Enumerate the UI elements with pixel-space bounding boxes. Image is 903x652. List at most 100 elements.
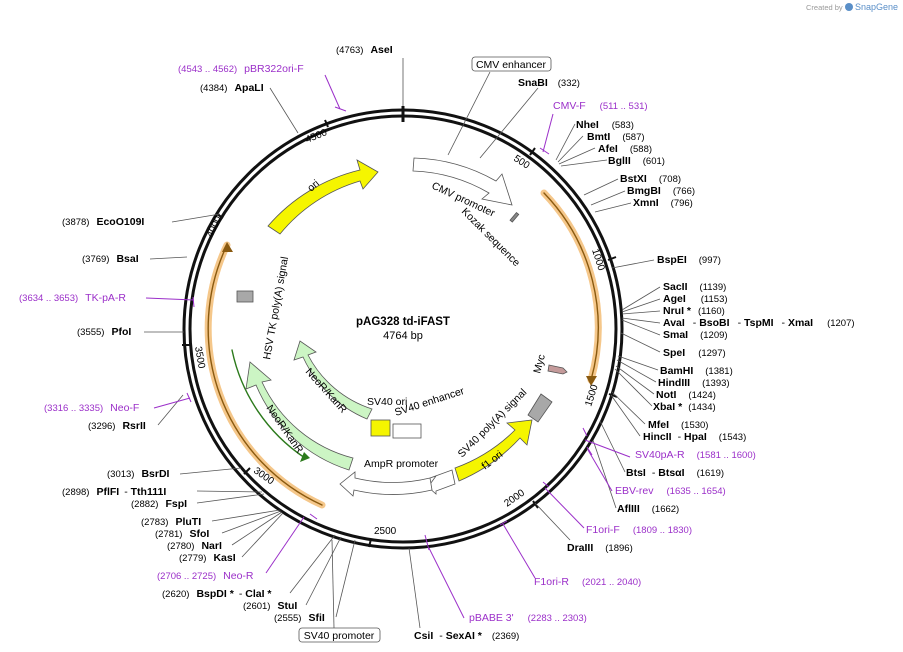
- svg-text:NheI(583): NheI(583): [576, 119, 634, 131]
- site-nrui-pos: (1160): [698, 306, 725, 317]
- svg-text:(2898)PflFI- Tth111I: (2898)PflFI- Tth111I: [62, 486, 166, 498]
- site-pfoi: PfoI: [111, 326, 131, 338]
- svg-text:(4543 .. 4562)pBR322ori-F: (4543 .. 4562)pBR322ori-F: [178, 63, 304, 75]
- primer-neor-range: (2706 .. 2725): [157, 571, 216, 582]
- site-xmni-pos: (796): [671, 198, 693, 209]
- myc-label: Myc: [531, 353, 548, 375]
- restriction-sites: (4763)AseI SnaBI(332) (4384)ApaLI NheI(5…: [62, 44, 855, 642]
- svg-text:(2601)StuI: (2601)StuI: [243, 600, 297, 612]
- svg-text:(3878)EcoO109I: (3878)EcoO109I: [62, 216, 144, 228]
- svg-text:(3316 .. 3335)Neo-F: (3316 .. 3335) Neo-F: [44, 402, 139, 414]
- site-btsi-pos: (1619): [697, 468, 724, 479]
- svg-text:BglII(601): BglII(601): [608, 155, 665, 167]
- primer-f1orif: F1ori-F: [586, 524, 620, 536]
- svg-text:XmnI(796): XmnI (796): [633, 197, 693, 209]
- site-ecoo109i: EcoO109I: [96, 216, 144, 228]
- site-hincii-pos: (1543): [719, 432, 746, 443]
- neor-orf-head-icon: [300, 452, 310, 462]
- site-bsrdi-pos: (3013): [107, 469, 134, 480]
- site-bmgbi-pos: (766): [673, 186, 695, 197]
- snapgene-logo-icon: [845, 3, 853, 11]
- primer-cmvf: CMV-F: [553, 100, 586, 112]
- site-pluti: PluTI: [175, 516, 201, 528]
- svg-text:(4763)AseI: (4763)AseI: [336, 44, 393, 56]
- svg-text:SV40pA-R(1581 .. 1600): SV40pA-R(1581 .. 1600): [635, 449, 756, 461]
- site-sfii-pos: (2555): [274, 613, 301, 624]
- site-pluti-pos: (2783): [141, 517, 168, 528]
- svg-text:SnaBI(332): SnaBI(332): [518, 77, 580, 89]
- site-sacii-pos: (1139): [700, 282, 727, 293]
- site-smai: SmaI: [663, 329, 688, 341]
- site-agei: AgeI: [663, 293, 686, 305]
- site-hindiii-pos: (1393): [702, 378, 729, 389]
- sv40-ori-box: [370, 419, 391, 437]
- site-hindiii: HindIII: [658, 377, 690, 389]
- primer-tkpar: TK-pA-R: [85, 292, 126, 304]
- tick-4000: 4000: [205, 214, 225, 239]
- ampr-promoter-label: AmpR promoter: [364, 458, 439, 470]
- neor-outer-label: NeoR/KanR: [264, 403, 306, 456]
- site-pfoi-pos: (3555): [77, 327, 104, 338]
- svg-text:AgeI(1153): AgeI(1153): [663, 293, 728, 305]
- site-csii-pos: (2369): [492, 631, 519, 642]
- site-bspdi-pos: (2620): [162, 589, 189, 600]
- svg-text:SpeI(1297): SpeI(1297): [663, 347, 726, 359]
- site-bsobi: BsoBI: [699, 317, 729, 329]
- orf-arrows: [207, 192, 599, 506]
- credit-prefix: Created by: [806, 3, 843, 12]
- tick-1500: 1500: [583, 383, 600, 408]
- kozak-box: [509, 211, 520, 223]
- svg-text:AvaI- BsoBI- TspMI- XmaI(1207): AvaI- BsoBI- TspMI- XmaI(1207): [663, 317, 855, 329]
- backbone-inner: [188, 114, 618, 544]
- hsv-tk-label: HSV TK poly(A) signal: [261, 256, 291, 361]
- site-nrui: NruI *: [663, 305, 692, 317]
- svg-text:pBABE 3'(2283 .. 2303): pBABE 3'(2283 .. 2303): [469, 612, 587, 624]
- cmv-enhancer-box: [471, 56, 552, 72]
- cmv-enhancer-label: CMV enhancer: [476, 59, 547, 71]
- primer-neor: Neo-R: [223, 570, 254, 582]
- svg-text:(2780)NarI: (2780)NarI: [167, 540, 222, 552]
- site-tspmi: TspMI: [744, 317, 774, 329]
- svg-text:(2882)FspI: (2882)FspI: [131, 498, 187, 510]
- primer-neof-range: (3316 .. 3335): [44, 403, 103, 414]
- svg-text:BmtI(587): BmtI(587): [587, 131, 645, 143]
- primer-pbabe-range: (2283 .. 2303): [528, 613, 587, 624]
- credit-brand: SnapGene: [855, 2, 898, 12]
- svg-text:BmgBI(766): BmgBI(766): [627, 185, 695, 197]
- site-sexai: SexAI *: [446, 630, 483, 642]
- site-afliii-pos: (1662): [652, 504, 679, 515]
- site-bsrdi: BsrDI: [141, 468, 169, 480]
- site-xmni: XmnI: [633, 197, 659, 209]
- site-bmti: BmtI: [587, 131, 610, 143]
- hsv-tk-box: [236, 290, 254, 303]
- site-stui: StuI: [277, 600, 297, 612]
- site-xmai: XmaI: [788, 317, 813, 329]
- svg-text:F1ori-F(1809 .. 1830): F1ori-F (1809 .. 1830): [586, 524, 692, 536]
- svg-text:BamHI(1381): BamHI(1381): [660, 365, 733, 377]
- site-bglii-pos: (601): [643, 156, 665, 167]
- site-kasi-pos: (2779): [179, 553, 206, 564]
- site-nhei-pos: (583): [612, 120, 634, 131]
- sv40-promoter-box: [298, 627, 381, 643]
- primer-neof: Neo-F: [110, 402, 139, 414]
- primer-f1orir-range: (2021 .. 2040): [582, 577, 641, 588]
- svg-text:AfeI(588): AfeI(588): [598, 143, 652, 155]
- svg-text:CMV-F(511 .. 531): CMV-F(511 .. 531): [553, 100, 648, 112]
- svg-text:BtsI- BtsαI(1619): BtsI- BtsαI(1619): [626, 467, 724, 479]
- site-bamhi: BamHI: [660, 365, 693, 377]
- primer-f1orif-range: (1809 .. 1830): [633, 525, 692, 536]
- site-sfoi: SfoI: [189, 528, 209, 540]
- svg-text:MfeI(1530): MfeI(1530): [648, 419, 708, 431]
- primer-ebvrev-range: (1635 .. 1654): [667, 486, 726, 497]
- tick-2500: 2500: [374, 526, 397, 537]
- site-mfei: MfeI: [648, 419, 669, 431]
- site-xbai: XbaI *: [653, 401, 683, 413]
- primer-pbr322-range: (4543 .. 4562): [178, 64, 237, 75]
- svg-text:F1ori-R(2021 .. 2040): F1ori-R (2021 .. 2040): [534, 576, 641, 588]
- svg-text:SmaI(1209): SmaI(1209): [663, 329, 728, 341]
- sv40-promoter-leader: [331, 539, 335, 629]
- primer-f1orir: F1ori-R: [534, 576, 569, 588]
- svg-text:CsiI- SexAI *(2369): CsiI- SexAI *(2369): [414, 630, 519, 642]
- primer-ebvrev: EBV-rev: [615, 485, 654, 497]
- svg-text:(2781)SfoI: (2781)SfoI: [155, 528, 209, 540]
